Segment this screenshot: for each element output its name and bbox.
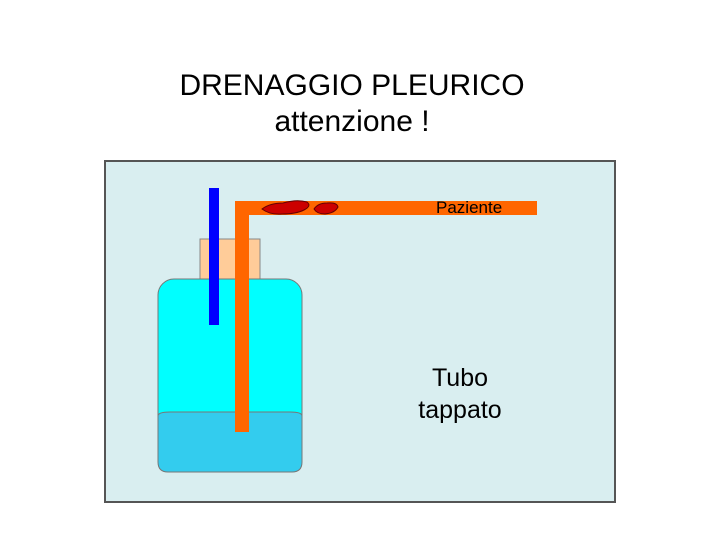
clot-1	[261, 200, 310, 215]
drain-tube-horizontal	[235, 201, 537, 215]
title-line-1: DRENAGGIO PLEURICO	[179, 69, 525, 102]
blocked-tube-label-line-1: Tubo	[431, 364, 489, 392]
title-line-2: attenzione !	[274, 105, 430, 138]
blocked-tube-label-line-2: tappato	[418, 396, 502, 424]
clot-2	[313, 202, 339, 215]
diagram-title: DRENAGGIO PLEURICO attenzione !	[0, 68, 704, 140]
drain-tube-vertical	[235, 201, 249, 432]
blocked-tube-label: Tubo tappato	[400, 362, 520, 426]
bottle-liquid	[157, 411, 303, 473]
vent-tube	[209, 188, 219, 325]
patient-label: Paziente	[436, 198, 503, 217]
